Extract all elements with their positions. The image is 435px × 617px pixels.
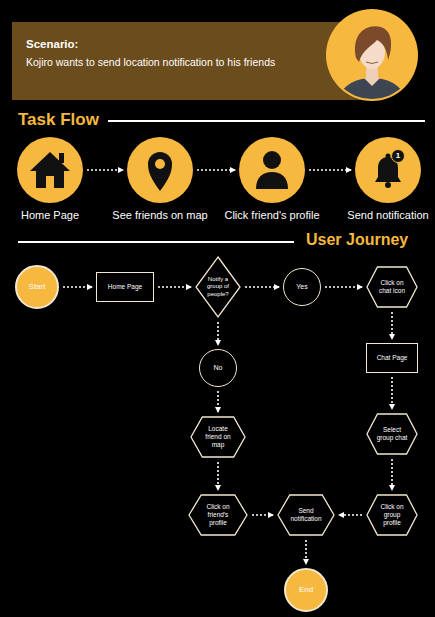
dotted-arrow — [391, 377, 393, 409]
answer-circle: No — [199, 349, 237, 387]
home-body — [36, 168, 64, 188]
dotted-arrow — [87, 169, 123, 171]
node-label: Home Page — [21, 209, 79, 222]
dotted-arrow — [391, 459, 393, 490]
process-box: Chat Page — [366, 343, 418, 373]
task-step: Home Page — [17, 137, 83, 203]
node-label: End — [299, 585, 313, 595]
node-label: Select group chat — [375, 426, 409, 442]
bell-top — [386, 154, 391, 159]
section-heading: Task Flow — [18, 110, 99, 130]
dotted-arrow — [305, 540, 307, 564]
dotted-arrow — [63, 286, 92, 288]
scenario-band: Scenario: Kojiro wants to send location n… — [12, 22, 362, 100]
dotted-arrow — [245, 286, 279, 288]
hexagon-outline — [367, 414, 417, 454]
action-hexagon: Click on group profile — [366, 494, 418, 536]
dotted-arrow — [252, 514, 273, 516]
avatar-mouth — [366, 62, 378, 64]
avatar-collar — [364, 78, 380, 86]
person-body — [256, 172, 288, 189]
terminal-circle: Start — [15, 265, 59, 309]
task-step: Click friend's profile — [239, 137, 305, 203]
pin-icon — [148, 152, 172, 191]
node-label: Notify a group of people? — [204, 276, 232, 298]
dotted-arrow — [217, 391, 219, 412]
node-label: Locate friend on map — [200, 425, 236, 448]
avatar-circle — [326, 9, 418, 101]
action-hexagon: Click on friend's profile — [188, 494, 248, 536]
home-door — [46, 176, 54, 188]
action-hexagon: Locate friend on map — [190, 416, 246, 458]
bell-clapper — [385, 182, 391, 188]
dotted-arrow — [325, 286, 362, 288]
home-icon — [30, 152, 70, 188]
dotted-arrow — [339, 514, 362, 516]
task-step: Send notification — [355, 137, 421, 203]
node-label: Click on chat icon — [375, 279, 409, 295]
dotted-arrow — [217, 462, 219, 490]
bell-body — [375, 157, 401, 182]
heading-rule — [108, 120, 425, 122]
hexagon-outline — [367, 495, 417, 535]
decision-diamond: Notify a group of people? — [195, 256, 241, 318]
dotted-arrow — [197, 169, 235, 171]
heading-rule — [18, 241, 294, 243]
node-label: Click on friend's profile — [198, 503, 238, 526]
action-hexagon: Click on chat icon — [366, 266, 418, 308]
node-label: See friends on map — [112, 209, 207, 222]
person-head — [263, 151, 281, 169]
home-roof — [30, 152, 70, 171]
diamond-outline — [196, 257, 240, 317]
avatar-neck — [366, 66, 378, 80]
task-step: See friends on map — [127, 137, 193, 203]
node-label: No — [214, 364, 223, 372]
node-label: Send notification — [347, 209, 428, 222]
avatar-hair — [355, 26, 391, 62]
node-label: Chat Page — [377, 354, 408, 362]
dotted-arrow — [391, 312, 393, 339]
node-label: Start — [29, 282, 46, 292]
pin-hole — [155, 159, 165, 169]
avatar-illustration — [336, 26, 408, 104]
node-label: Yes — [296, 283, 307, 291]
action-hexagon: Send notification — [277, 494, 335, 536]
dotted-arrow — [158, 286, 191, 288]
node-label: Home Page — [108, 283, 142, 291]
scenario-text: Kojiro wants to send location notificati… — [26, 55, 326, 70]
hexagon-outline — [367, 267, 417, 307]
dotted-arrow — [217, 322, 219, 345]
node-label: Click on group profile — [375, 503, 409, 526]
answer-circle: Yes — [283, 268, 321, 306]
node-label: Send notification — [287, 507, 325, 523]
home-chimney — [59, 153, 64, 163]
section-heading: User Journey — [306, 231, 408, 249]
terminal-circle: End — [284, 568, 328, 612]
node-label: Click friend's profile — [224, 209, 319, 222]
dotted-arrow — [309, 169, 351, 171]
hexagon-outline — [278, 495, 334, 535]
action-hexagon: Select group chat — [366, 413, 418, 455]
process-box: Home Page — [96, 272, 154, 302]
pin-body — [148, 152, 172, 191]
avatar-shirt — [336, 78, 408, 104]
person-icon — [256, 151, 288, 189]
scenario-heading: Scenario: — [26, 36, 326, 53]
hexagon-outline — [191, 417, 245, 457]
badge-number: 1 — [392, 150, 404, 162]
hexagon-outline — [189, 495, 247, 535]
avatar-face — [359, 35, 385, 69]
badge-circle — [392, 150, 405, 163]
